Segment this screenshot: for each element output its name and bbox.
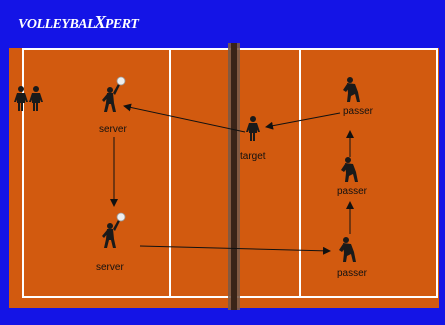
label-target: target <box>240 151 266 162</box>
logo-text-post: PERT <box>105 17 139 32</box>
logo-text-pre: VOLLEYBAL <box>18 17 95 32</box>
label-passer-mid: passer <box>337 186 367 197</box>
label-server-bottom: server <box>96 262 124 273</box>
court-floor <box>9 48 439 308</box>
net <box>231 43 237 310</box>
label-server-top: server <box>99 124 127 135</box>
volleyballxpert-logo: VOLLEYBALXPERT <box>18 12 138 33</box>
label-passer-bottom: passer <box>337 268 367 279</box>
label-passer-top: passer <box>343 106 373 117</box>
